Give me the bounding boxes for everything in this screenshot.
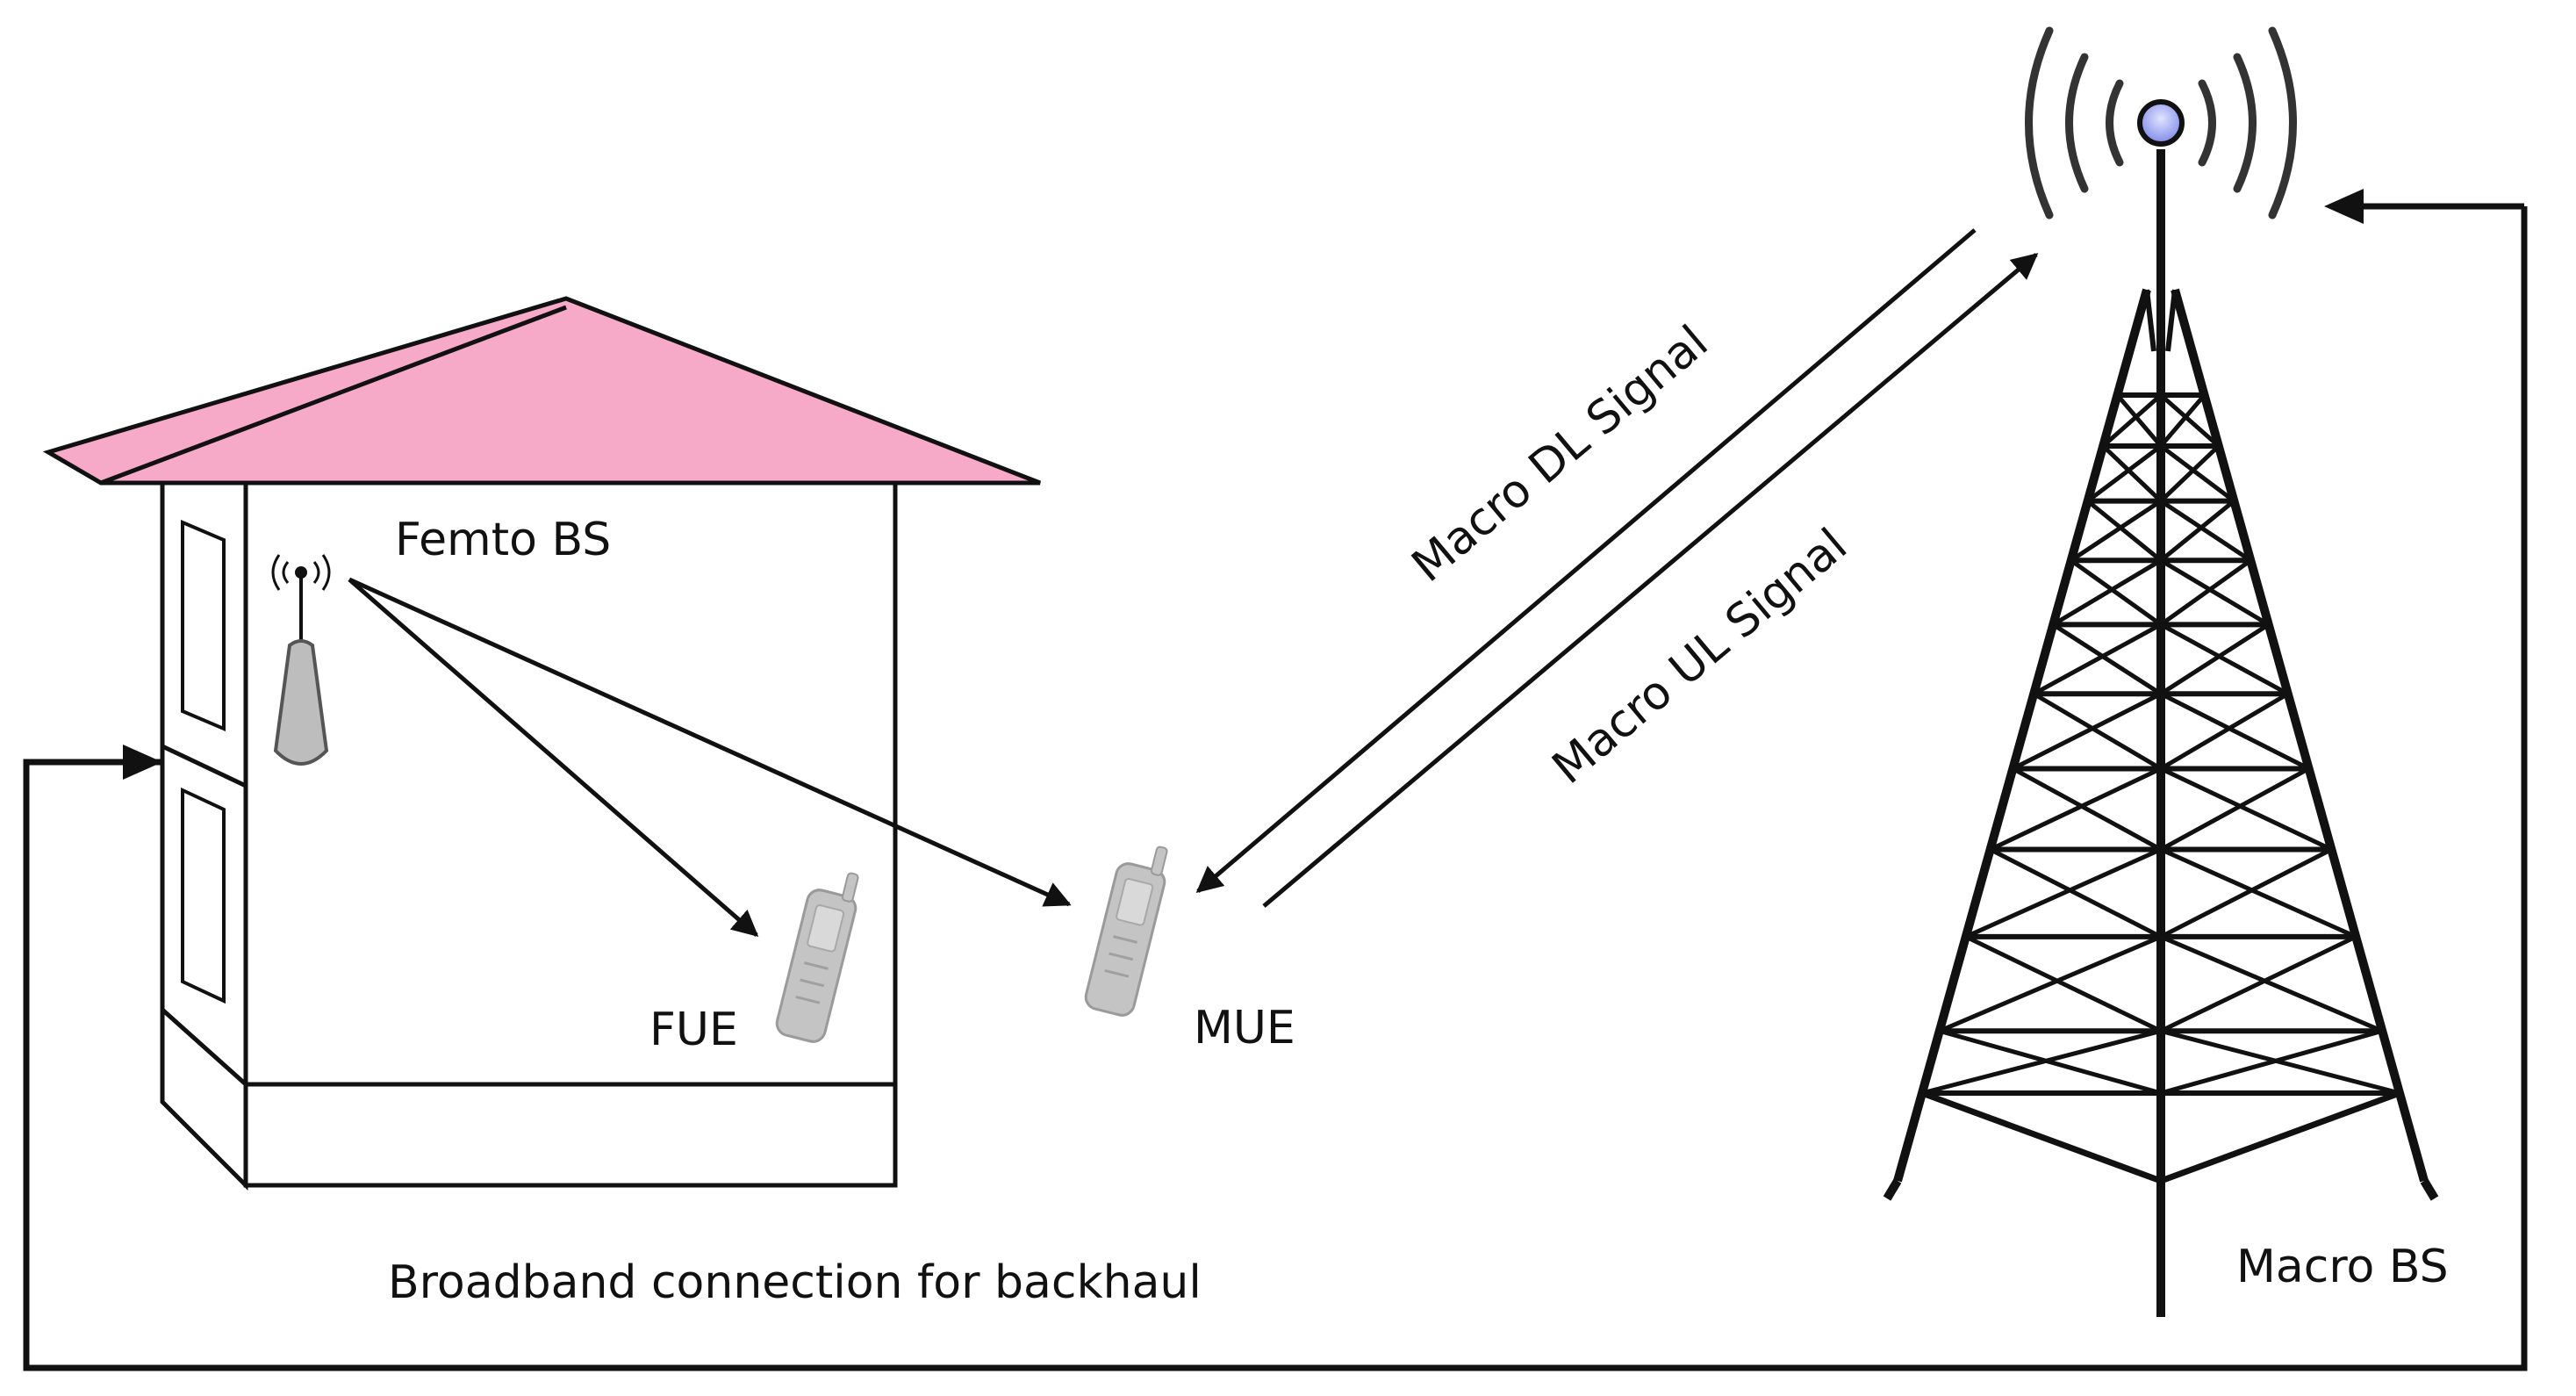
tower-brace-r2-2 [2159, 499, 2252, 563]
fue-phone-icon [775, 872, 859, 1043]
femto-wave-right-2 [321, 554, 331, 591]
tower-brace-l2-9 [1921, 1028, 2162, 1096]
tower-brace-r1-4 [2159, 622, 2271, 696]
tower-brace-l1-5 [2032, 692, 2163, 771]
side-wall-base-line [161, 1008, 248, 1086]
tower-beacon-light [2137, 99, 2185, 147]
backhaul-label: Broadband connection for backhaul [388, 1256, 1202, 1309]
house-roof [42, 296, 1041, 486]
tower-brace-l2-5 [2012, 692, 2163, 771]
house-window-lower [181, 787, 226, 1004]
tower-brace-l1-0 [2115, 393, 2163, 448]
backhaul-arrowhead-house [123, 745, 162, 780]
house [42, 296, 1041, 1191]
tower-brace-r1-0 [2159, 393, 2206, 448]
tower-top-taper-left [2144, 289, 2156, 352]
house-side-wall [160, 480, 248, 1191]
tower-leg-left [1893, 288, 2151, 1183]
tower-brace-l2-3 [2052, 558, 2163, 627]
tower-brace-r2-0 [2159, 393, 2221, 448]
tower-brace-l2-2 [2070, 499, 2163, 563]
backhaul-arrowhead-tower [2324, 189, 2364, 224]
side-wall-mid-line [161, 744, 248, 788]
fue-label: FUE [649, 1004, 738, 1056]
tower-leg-right [2171, 288, 2429, 1183]
tower-brace-l1-7 [1989, 847, 2163, 939]
tower-brace-r2-3 [2159, 558, 2270, 627]
tower-top-taper-right [2165, 289, 2178, 352]
tower-brace-l2-4 [2033, 622, 2163, 696]
tower-brace-r1-7 [2159, 847, 2333, 939]
tower-foot-right [2420, 1178, 2439, 1201]
tower-brace-l2-7 [1964, 847, 2163, 939]
house-window-upper [181, 519, 226, 732]
tower-brace-l1-2 [2086, 499, 2163, 563]
tower-brace-r1-8 [2159, 934, 2357, 1033]
femto-bs-label: Femto BS [395, 514, 611, 566]
tower-brace-r1-2 [2159, 499, 2235, 563]
tower-brace-l2-8 [1938, 934, 2162, 1033]
mue-phone-icon [1084, 846, 1168, 1017]
tower-signal-wave-left-2 [2065, 53, 2089, 193]
tower-brace-r2-9 [2160, 1028, 2400, 1096]
femto-bs-body [273, 639, 329, 766]
tower-brace-l1-6 [2012, 766, 2163, 852]
tower-brace-l1-1 [2101, 444, 2163, 503]
femto-wave-left-2 [271, 554, 281, 591]
tower-brace-l2-1 [2086, 444, 2163, 503]
tower-base-brace-right [2159, 1090, 2401, 1184]
tower-brace-r2-4 [2159, 622, 2289, 696]
tower-brace-r1-3 [2159, 558, 2252, 627]
tower-brace-l1-3 [2070, 558, 2163, 627]
macro-dl-signal-label: Macro DL Signal [1403, 316, 1719, 593]
macro-bs-label: Macro BS [2236, 1241, 2449, 1293]
tower-signal-wave-left-1 [2106, 79, 2124, 167]
tower-lattice [1883, 288, 2439, 1317]
tower-brace-r1-1 [2159, 444, 2221, 503]
tower-brace-l1-4 [2051, 622, 2163, 696]
femto-to-mue-arrow [348, 577, 1072, 907]
femto-wave-left-1 [282, 561, 290, 584]
tower-signal-wave-right-1 [2198, 79, 2216, 167]
femto-wave-right-1 [312, 561, 320, 584]
tower-signal-wave-right-2 [2233, 53, 2257, 193]
tower-signal-wave-right-3 [2268, 26, 2297, 219]
roof-ridge-line [100, 305, 567, 486]
tower-brace-r1-5 [2159, 692, 2290, 771]
macro-ul-arrow [1262, 253, 2039, 908]
mue-label: MUE [1194, 1002, 1295, 1054]
tower-brace-r2-5 [2159, 692, 2310, 771]
tower-brace-r2-6 [2159, 766, 2333, 852]
tower-brace-l1-8 [1964, 934, 2163, 1033]
macro-dl-arrow [1195, 228, 1977, 893]
femto-antenna-tip [295, 566, 307, 579]
tower-brace-r2-1 [2159, 444, 2235, 503]
backhaul-connection-line [23, 206, 2528, 1371]
tower-brace-l2-6 [1989, 766, 2163, 852]
tower-brace-r2-8 [2160, 934, 2384, 1033]
tower-base-brace-left [1920, 1090, 2163, 1184]
tower-brace-l2-0 [2101, 393, 2163, 448]
tower-signal-wave-left-3 [2025, 26, 2054, 219]
macro-bs-tower [1883, 26, 2439, 1317]
femto-bs-device [271, 554, 331, 766]
house-front-wall [243, 480, 898, 1188]
femto-to-fue-arrow [348, 578, 759, 937]
tower-brace-r1-6 [2159, 766, 2310, 852]
tower-foot-left [1883, 1178, 1902, 1201]
tower-brace-r2-7 [2159, 847, 2357, 939]
